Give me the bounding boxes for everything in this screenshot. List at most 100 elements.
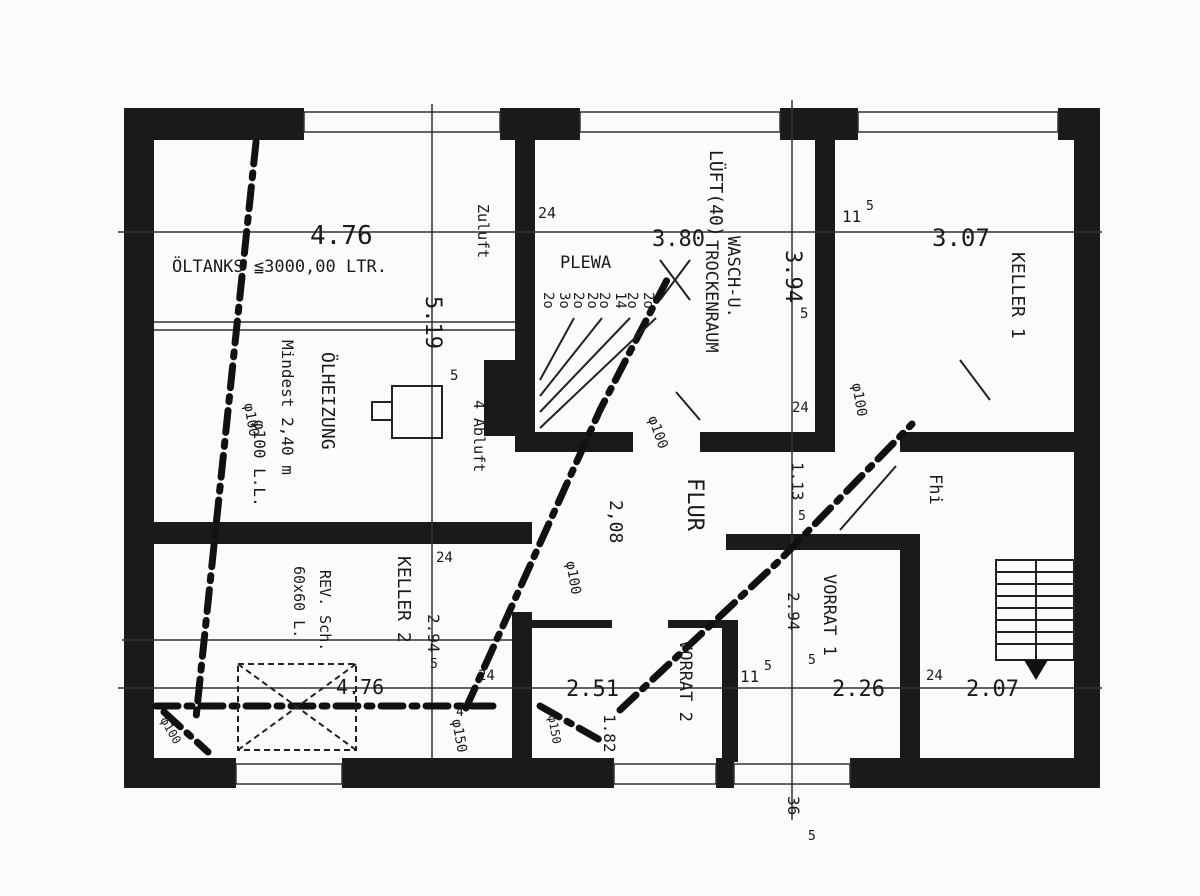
duct-label-a2: 2o — [540, 292, 556, 309]
dim-295: 2.94 — [424, 614, 443, 653]
dim-226: 2.26 — [832, 677, 885, 702]
label-supply-air: Zuluft — [474, 204, 492, 258]
staircase — [995, 559, 1075, 680]
pipe-diagonal-main — [462, 274, 672, 712]
dim-207: 2.07 — [966, 677, 1019, 702]
label-exhaust-air: Abluft — [470, 418, 488, 472]
dim-476-top: 4.76 — [310, 221, 373, 251]
label-oil-tanks: ÖLTANKS ≦3000,00 LTR. — [172, 255, 387, 277]
wall-east — [1074, 108, 1100, 788]
label-pantry1: VORRAT 1 — [819, 574, 839, 656]
label-rev-shaft-2: 60x60 L. — [290, 566, 308, 638]
dim-24-d: 24 — [478, 668, 495, 684]
revision-shaft-cross — [237, 663, 357, 751]
window-south-2 — [613, 763, 717, 785]
pipe-diagonal-right — [616, 420, 916, 714]
dim-113-sup: 5 — [798, 509, 806, 524]
pipe-label-150-b: φ150 — [545, 714, 564, 745]
wall-north-right — [780, 108, 858, 140]
dim-115-a: 11 — [842, 207, 861, 226]
duct-lines — [539, 259, 691, 429]
interior-walls — [154, 140, 1074, 762]
duct-line — [539, 317, 603, 397]
wall-vorrat1-east — [900, 534, 920, 762]
dimension-lines — [118, 100, 1102, 820]
door-swing-line — [839, 465, 897, 531]
dim-24-c: 24 — [436, 550, 453, 566]
wall-north-mid — [500, 108, 580, 140]
dim-519: 5.19 — [420, 296, 445, 349]
window-south-1 — [235, 763, 343, 785]
dimension-labels: 4.76 3.80 3.07 5.19 5 3.94 5 24 24 24 24… — [310, 199, 1019, 844]
duct-label-b1: 2o — [584, 292, 600, 309]
pipe-label-150-a: φ150 — [448, 718, 470, 754]
duct-line — [539, 317, 575, 381]
wall-vorrat1-top — [726, 534, 916, 550]
dim-208: 2,08 — [605, 500, 626, 543]
pipe-routes — [152, 138, 916, 756]
dim-394-sup: 5 — [800, 306, 808, 322]
wall-south-left — [124, 758, 236, 788]
fixtures — [237, 359, 991, 751]
label-laundry-2: TROCKENRAUM — [701, 240, 721, 353]
label-cellar1: KELLER 1 — [1007, 252, 1028, 339]
dim-365: 36 — [784, 796, 803, 815]
door-swing-line — [959, 359, 991, 401]
label-heating: ÖLHEIZUNG — [317, 352, 339, 450]
windows — [235, 111, 1059, 785]
window-north-3 — [857, 111, 1059, 133]
wall-south-mid2 — [716, 758, 734, 788]
duct-line — [539, 317, 657, 429]
dim-2945-sup: 5 — [808, 653, 816, 668]
wall-laundry-cellar1 — [815, 140, 835, 452]
pipe-label-100-d: φ100 — [157, 715, 184, 747]
dim-380: 3.80 — [652, 227, 705, 252]
duct-label-c2: 2o — [596, 292, 612, 309]
dim-115-a-sup: 5 — [866, 199, 874, 214]
duct-label-a1: 3o — [556, 292, 572, 309]
dim-4b: 4 — [456, 705, 464, 720]
boiler-flue-icon — [371, 401, 393, 421]
label-hall: FLUR — [682, 478, 707, 532]
label-heating-note1: Mindest 2,40 m — [278, 340, 297, 475]
pipe-southwest — [160, 708, 212, 756]
label-laundry-1: WASCH-U. — [723, 236, 743, 318]
pipe-label-100-c: φ100 — [562, 560, 584, 596]
wall-south-right — [850, 758, 1100, 788]
dim-307: 3.07 — [932, 224, 990, 252]
dim-295-sup: 5 — [430, 657, 438, 672]
dim-24-b: 24 — [792, 400, 809, 416]
dim-115-c-sup: 5 — [764, 659, 772, 674]
wall-vorrat2-top2 — [668, 620, 728, 628]
label-laundry-vent: LÜFT(40) — [705, 150, 727, 237]
pipe-label-100-e: φ100 — [240, 402, 262, 438]
wall-vorrat1-west — [722, 620, 738, 762]
wall-laundry-south-b — [700, 432, 835, 452]
outer-walls — [124, 108, 1100, 788]
duct-size-labels: 3o 2o 2o 2o 14 2o 2o 2o — [540, 292, 656, 309]
dim-394: 3.94 — [780, 250, 805, 303]
duct-label-c1: 14 — [612, 292, 628, 309]
dim-182: 1.82 — [600, 714, 619, 753]
wall-south-mid — [342, 758, 614, 788]
window-north-2 — [579, 111, 781, 133]
pipe-label-100-a: φ100 — [644, 414, 671, 451]
revision-shaft-icon — [237, 663, 357, 751]
dim-365-sup: 5 — [808, 829, 816, 844]
door-swing-line — [675, 391, 701, 421]
wall-heating-south — [154, 522, 532, 544]
room-labels: ÖLTANKS ≦3000,00 LTR. ÖLHEIZUNG Mindest … — [172, 150, 1028, 722]
wall-vorrat2-top — [532, 620, 612, 628]
duct-label-d2: 2o — [624, 292, 640, 309]
pipe-label-100-b: φ100 — [848, 382, 870, 418]
dim-251: 2.51 — [566, 677, 619, 702]
pipe-vorrat2 — [536, 702, 604, 744]
window-north-1 — [303, 111, 501, 133]
duct-vent-2 — [659, 259, 691, 301]
duct-line — [539, 317, 631, 413]
dim-519-sup: 5 — [450, 368, 458, 384]
label-pantry2: VORRAT 2 — [675, 640, 695, 722]
wall-west — [124, 108, 154, 788]
chimney — [484, 360, 520, 436]
